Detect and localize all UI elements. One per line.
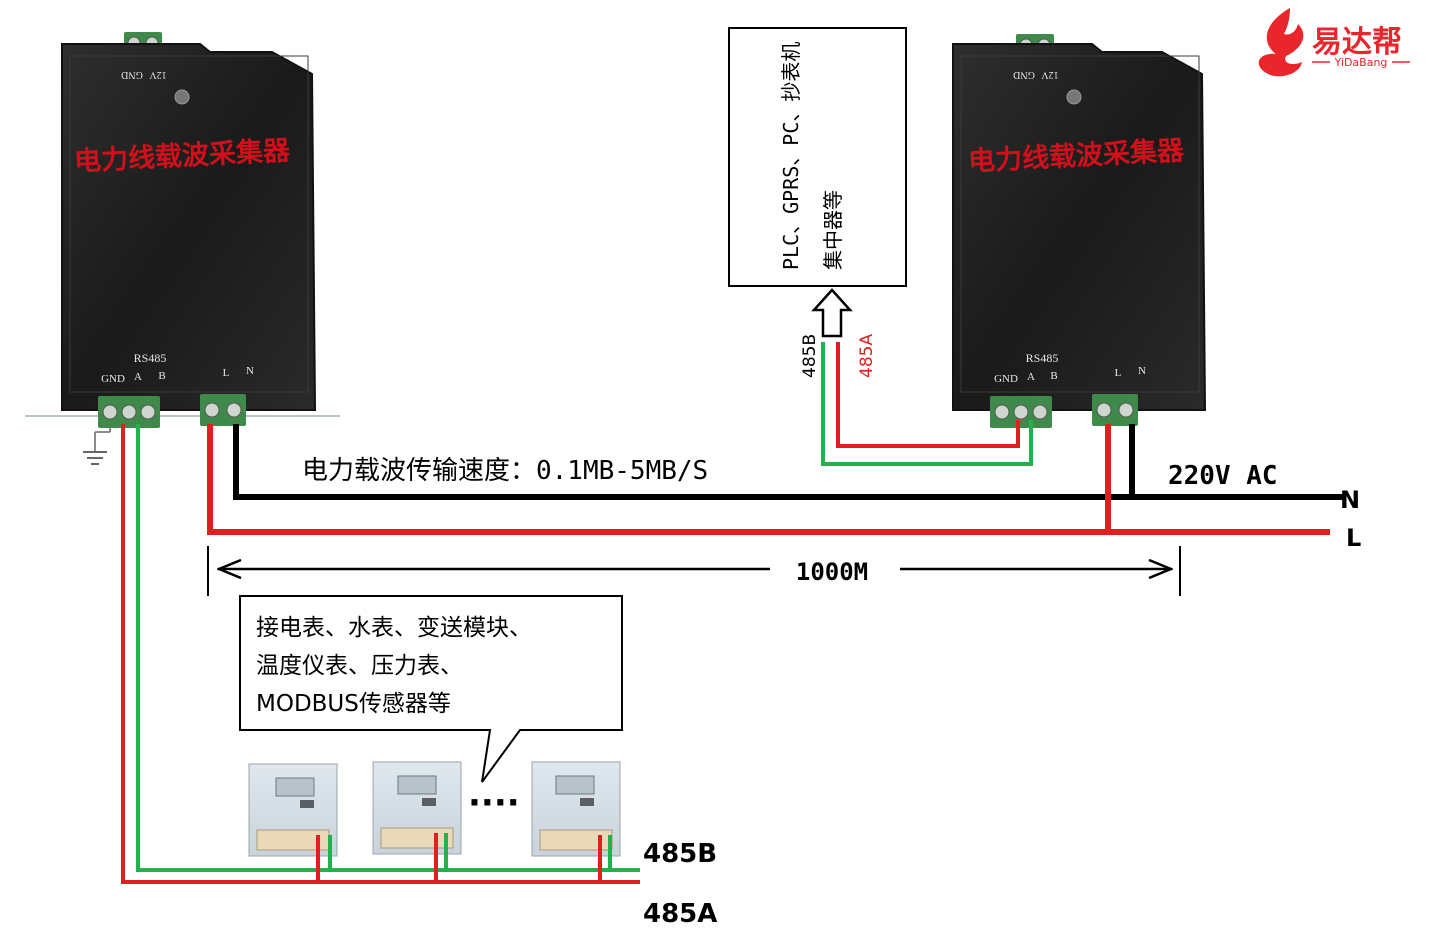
host-device-label-line1: PLC、GPRS、PC、抄表机	[779, 42, 803, 270]
status-led-icon	[1066, 89, 1082, 105]
collector-left: 12V GND 电力线载波采集器 RS485 GND A B L N	[61, 32, 317, 428]
host-device-label-line2: 集中器等	[821, 190, 845, 270]
distance-dimension: 1000M	[207, 546, 1181, 596]
bus-label-485a: 485A	[643, 899, 717, 929]
logo-subtitle: YiDaBang	[1334, 56, 1388, 69]
rs485-label: RS485	[1026, 351, 1059, 365]
callout-line3: MODBUS传感器等	[256, 691, 451, 717]
pin-gnd-label: GND	[994, 373, 1018, 385]
pin-b-label: B	[158, 370, 165, 382]
wire-bus-485a	[121, 424, 640, 884]
energy-meter	[372, 761, 462, 884]
distance-label: 1000M	[796, 558, 868, 586]
meter-continuation-dots: ····	[468, 783, 520, 823]
wire-bus-485b	[136, 424, 640, 872]
wire-host-485a	[836, 342, 1020, 448]
host-device-box: PLC、GPRS、PC、抄表机 集中器等	[728, 27, 907, 287]
host-wire-label-485b: 485B	[800, 334, 820, 378]
collector-right: 12V GND 电力线载波采集器 RS485 GND A B L N	[952, 34, 1207, 428]
rs485-label: RS485	[134, 351, 167, 365]
callout-line1: 接电表、水表、变送模块、	[256, 615, 532, 641]
ground-icon	[83, 428, 111, 465]
line-terminal-block	[1092, 394, 1138, 426]
pin-b-label: B	[1050, 370, 1057, 382]
energy-meter	[531, 761, 621, 884]
wire-neutral-n	[233, 424, 1345, 500]
host-wire-label-485a: 485A	[857, 334, 877, 378]
status-led-icon	[174, 89, 190, 105]
wire-host-485b	[821, 342, 1033, 466]
pin-a-label: A	[1027, 371, 1035, 383]
pin-n-label: N	[246, 365, 254, 377]
callout-line2: 温度仪表、压力表、	[256, 653, 463, 679]
pin-gnd-label: GND	[101, 373, 125, 385]
power-label-12v: 12V	[149, 69, 167, 80]
flame-icon	[1258, 8, 1304, 77]
pin-a-label: A	[134, 371, 142, 383]
power-label-gnd: GND	[1013, 69, 1035, 80]
live-label: L	[1346, 524, 1361, 552]
pin-l-label: L	[223, 367, 230, 379]
power-label-12v: 12V	[1041, 69, 1059, 80]
wire-live-l	[207, 424, 1330, 535]
power-label-gnd: GND	[121, 69, 143, 80]
neutral-label: N	[1340, 486, 1360, 514]
pin-n-label: N	[1138, 365, 1146, 377]
device-callout: 接电表、水表、变送模块、 温度仪表、压力表、 MODBUS传感器等	[239, 595, 623, 783]
line-terminal-block	[200, 394, 246, 426]
carrier-speed-label: 电力载波传输速度：0.1MB-5MB/S	[302, 456, 708, 486]
energy-meter	[248, 763, 338, 884]
up-arrow-icon	[811, 288, 853, 338]
logo-name: 易达帮	[1312, 25, 1402, 60]
ac-voltage-label: 220V AC	[1168, 461, 1278, 491]
brand-logo: 易达帮 YiDaBang	[1258, 8, 1410, 77]
pin-l-label: L	[1115, 367, 1122, 379]
bus-label-485b: 485B	[643, 839, 717, 869]
